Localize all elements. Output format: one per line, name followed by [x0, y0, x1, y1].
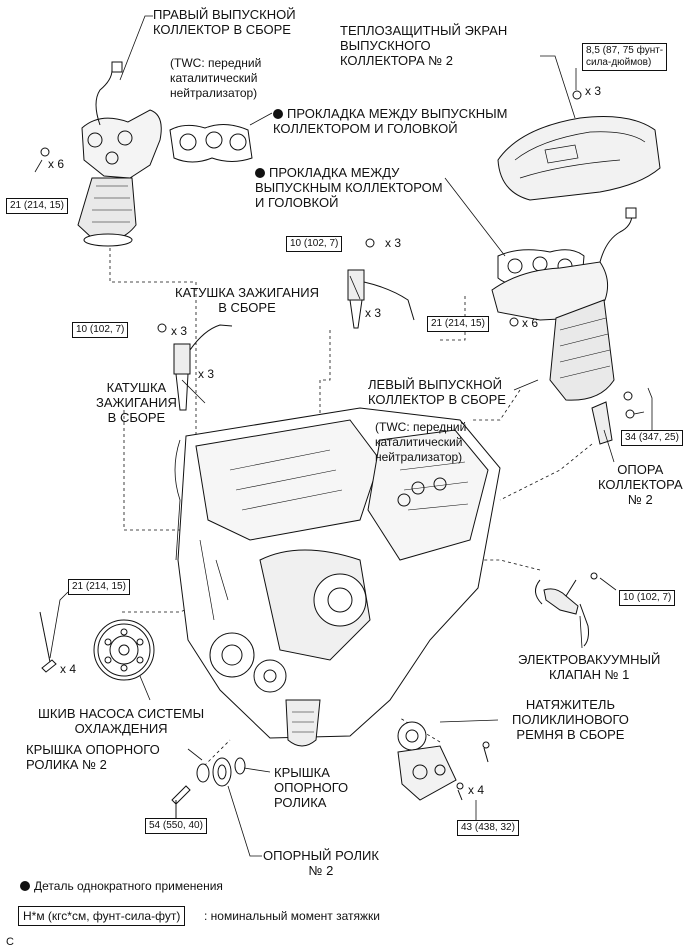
gasket-label-1-text: ПРОКЛАДКА МЕЖДУ ВЫПУСКНЫМ КОЛЛЕКТОРОМ И …: [273, 106, 508, 136]
idler-pulley-2-label: ОПОРНЫЙ РОЛИК № 2: [263, 848, 379, 878]
idler-cover-label: КРЫШКА ОПОРНОГО РОЛИКА: [274, 765, 349, 810]
ignition-coil-label-2: КАТУШКА ЗАЖИГАНИЯ В СБОРЕ: [96, 380, 177, 425]
torque-heat-shield: 8,5 (87, 75 фунт- сила-дюймов): [582, 43, 668, 71]
torque-right-manifold: 21 (214, 15): [6, 198, 68, 214]
manifold-stay-label: ОПОРА КОЛЛЕКТОРА № 2: [598, 462, 683, 507]
heat-shield-label: ТЕПЛОЗАЩИТНЫЙ ЭКРАН ВЫПУСКНОГО КОЛЛЕКТОР…: [340, 23, 508, 68]
mult-coil-upper: x 3: [385, 236, 402, 250]
vsv-label: ЭЛЕКТРОВАКУУМНЫЙ КЛАПАН № 1: [518, 652, 661, 682]
belt-tensioner: [397, 721, 490, 801]
torque-pulley: 21 (214, 15): [68, 579, 130, 595]
heat-shield: [497, 90, 661, 201]
corner-letter: C: [6, 936, 14, 948]
idler-cover-2-label: КРЫШКА ОПОРНОГО РОЛИКА № 2: [26, 742, 160, 772]
water-pump-pulley: [39, 611, 155, 681]
non-reusable-dot: [20, 881, 30, 891]
vsv-valve: [535, 572, 598, 647]
torque-vsv: 10 (102, 7): [619, 590, 676, 606]
ignition-coil-label-1: КАТУШКА ЗАЖИГАНИЯ В СБОРЕ: [175, 285, 320, 315]
mult-pulley: x 4: [60, 662, 77, 676]
gasket-label-2-text: ПРОКЛАДКА МЕЖДУ ВЫПУСКНЫМ КОЛЛЕКТОРОМ И …: [255, 165, 443, 210]
ignition-coil-upper: [347, 238, 415, 329]
non-reusable-dot: [255, 168, 265, 178]
gasket-label-1: ПРОКЛАДКА МЕЖДУ ВЫПУСКНЫМ КОЛЛЕКТОРОМ И …: [273, 106, 508, 136]
non-reusable-dot: [273, 109, 283, 119]
mult-right-manifold: x 6: [48, 157, 65, 171]
torque-idler: 54 (550, 40): [145, 818, 207, 834]
torque-coil-lower: 10 (102, 7): [72, 322, 129, 338]
legend-torque-desc: : номинальный момент затяжки: [204, 909, 380, 923]
twc-note-right: (TWC: передний каталитический нейтрализа…: [170, 56, 262, 100]
mult-tensioner: x 4: [468, 783, 485, 797]
engine-block: [174, 407, 501, 747]
pump-pulley-label: ШКИВ НАСОСА СИСТЕМЫ ОХЛАЖДЕНИЯ: [38, 706, 205, 736]
legend-non-reusable-text: Деталь однократного применения: [34, 879, 223, 893]
left-manifold-label: ЛЕВЫЙ ВЫПУСКНОЙ КОЛЛЕКТОР В СБОРЕ: [368, 377, 506, 407]
idler-pulley: [171, 757, 246, 818]
torque-tensioner: 43 (438, 32): [457, 820, 519, 836]
right-manifold-label: ПРАВЫЙ ВЫПУСКНОЙ КОЛЛЕКТОР В СБОРЕ: [153, 7, 296, 37]
torque-left-manifold: 21 (214, 15): [427, 316, 489, 332]
right-exhaust-manifold: [40, 61, 162, 247]
manifold-stay: [591, 391, 635, 445]
mult-heat-shield: x 3: [585, 84, 602, 98]
gasket-label-2: ПРОКЛАДКА МЕЖДУ ВЫПУСКНЫМ КОЛЛЕКТОРОМ И …: [255, 165, 443, 210]
legend-non-reusable: Деталь однократного применения: [20, 879, 223, 893]
exhaust-gasket-1: [169, 124, 253, 163]
tensioner-label: НАТЯЖИТЕЛЬ ПОЛИКЛИНОВОГО РЕМНЯ В СБОРЕ: [512, 697, 629, 742]
mult-coil-lower-b: x 3: [198, 367, 215, 381]
torque-stay: 34 (347, 25): [621, 430, 683, 446]
mult-left-manifold: x 6: [522, 316, 539, 330]
mult-coil-upper-b: x 3: [365, 306, 382, 320]
mult-coil-lower: x 3: [171, 324, 188, 338]
left-exhaust-manifold: [491, 207, 637, 401]
legend-torque-unit: Н*м (кгс*см, фунт-сила-фут): [18, 906, 186, 926]
twc-note-left: (TWC: передний каталитический нейтрализа…: [375, 420, 467, 464]
ignition-coil-lower: [157, 323, 233, 411]
torque-coil-upper: 10 (102, 7): [286, 236, 343, 252]
